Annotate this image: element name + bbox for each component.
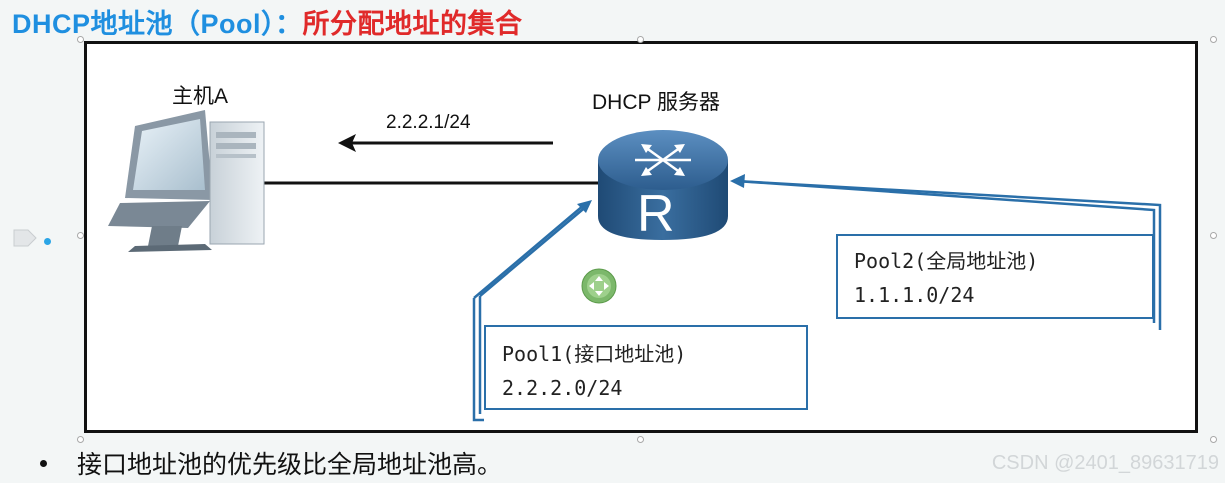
- slide-title-main: DHCP地址池（Pool）：: [12, 9, 303, 39]
- pool1-network: 2.2.2.0/24: [502, 376, 623, 400]
- assigned-address-label: 2.2.2.1/24: [386, 112, 471, 133]
- resize-handle[interactable]: [77, 36, 84, 43]
- monitor-icon: [108, 110, 265, 252]
- resize-handle[interactable]: [637, 36, 644, 43]
- router-icon: [598, 130, 728, 240]
- pool1-box: Pool1(接口地址池) 2.2.2.0/24: [484, 325, 808, 410]
- bottom-note-text: 接口地址池的优先级比全局地址池高。: [77, 451, 503, 479]
- resize-handle[interactable]: [1210, 36, 1217, 43]
- resize-handle[interactable]: [1210, 232, 1217, 239]
- pool1-name: Pool1(接口地址池): [502, 342, 687, 366]
- resize-handle[interactable]: [77, 232, 84, 239]
- watermark: CSDN @2401_89631719: [991, 452, 1219, 474]
- host-label: 主机A: [172, 85, 229, 108]
- bullet-dot: [40, 459, 47, 467]
- play-icon[interactable]: [12, 227, 38, 254]
- pool2-name: Pool2(全局地址池): [854, 249, 1039, 273]
- bullet-dot: [44, 238, 51, 245]
- resize-handle[interactable]: [1210, 436, 1217, 443]
- move-handle-icon[interactable]: [581, 268, 617, 309]
- pool1-arrowhead: [577, 200, 592, 213]
- pool2-box: Pool2(全局地址池) 1.1.1.0/24: [836, 234, 1154, 319]
- pool1-arrow: [472, 204, 589, 422]
- pool2-network: 1.1.1.0/24: [854, 283, 975, 307]
- pool2-arrow: [735, 179, 1162, 330]
- slide-title: DHCP地址池（Pool）：所分配地址的集合: [12, 2, 523, 41]
- assignment-arrow: [338, 134, 553, 152]
- pool2-arrowhead: [730, 174, 745, 188]
- resize-handle[interactable]: [637, 436, 644, 443]
- bottom-note: 接口地址池的优先级比全局地址池高。: [40, 445, 502, 481]
- server-label: DHCP 服务器: [592, 91, 720, 114]
- slide-title-sub: 所分配地址的集合: [302, 9, 523, 39]
- resize-handle[interactable]: [77, 436, 84, 443]
- router-letter: R: [637, 185, 675, 243]
